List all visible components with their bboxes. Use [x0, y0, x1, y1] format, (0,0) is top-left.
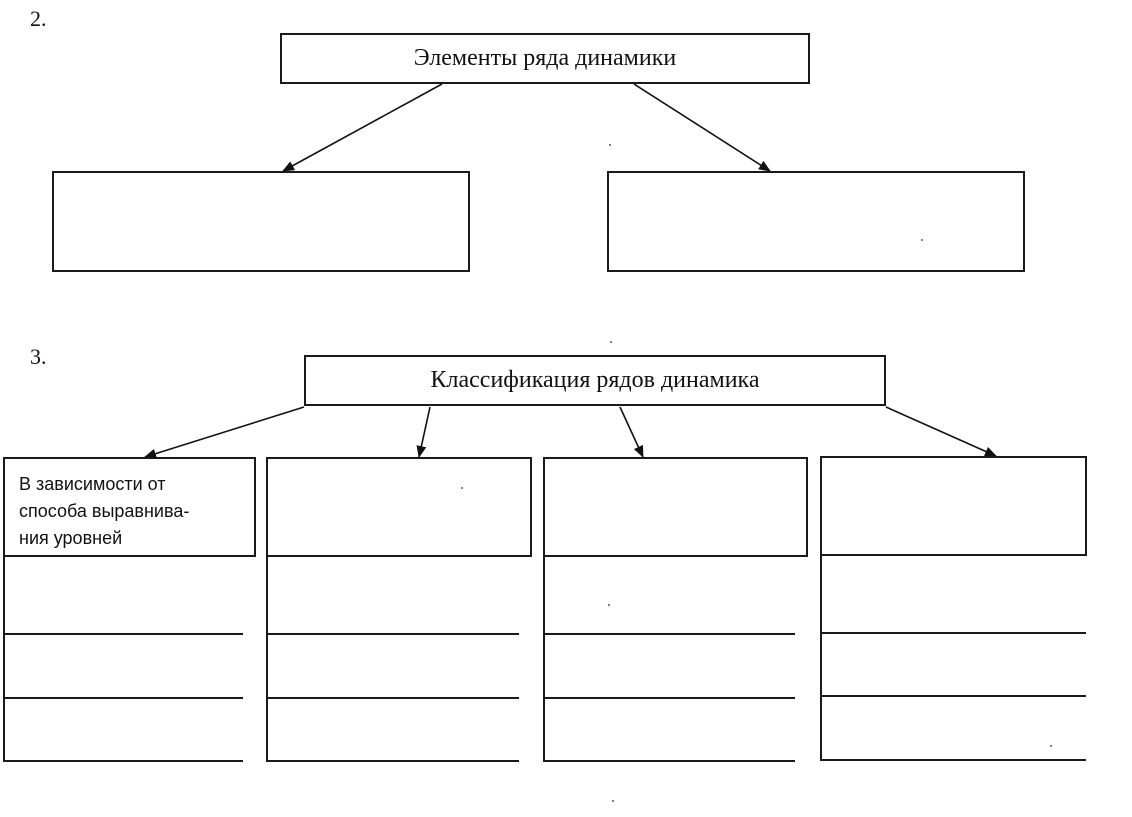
category-1-line-2: способа выравнива- — [19, 501, 190, 521]
column-4-row-line-3[interactable] — [820, 759, 1086, 761]
section-3-title: Классификация рядов динамика — [430, 367, 760, 393]
column-2-row-line-1[interactable] — [266, 633, 519, 635]
column-1-row-line-2[interactable] — [3, 697, 243, 699]
section-2-answer-box-left[interactable] — [52, 171, 470, 272]
section-3-number: 3. — [30, 344, 47, 369]
column-4-row-line-1[interactable] — [820, 632, 1086, 634]
column-3-left-border — [543, 555, 545, 762]
arrow-to-category-3 — [619, 406, 644, 458]
scan-speck — [612, 800, 614, 802]
section-3-title-box: Классификация рядов динамика — [304, 355, 886, 406]
scan-speck — [609, 144, 611, 146]
scan-speck — [608, 604, 610, 606]
column-3-row-line-1[interactable] — [543, 633, 795, 635]
scan-speck — [610, 341, 612, 343]
section-2-number: 2. — [30, 6, 47, 31]
column-2-row-line-3[interactable] — [266, 760, 519, 762]
scan-speck — [1050, 745, 1052, 747]
column-3-row-line-3[interactable] — [543, 760, 795, 762]
column-1-left-border — [3, 555, 5, 762]
category-1-line-3: ния уровней — [19, 528, 123, 548]
category-1-line-1: В зависимости от — [19, 474, 166, 494]
category-box-3[interactable] — [543, 457, 808, 557]
arrow-to-answer-box-right — [633, 83, 771, 172]
section-2-title: Элементы ряда динамики — [413, 45, 677, 71]
arrow-to-category-2 — [416, 406, 431, 458]
category-box-2[interactable] — [266, 457, 532, 557]
section-2-title-box: Элементы ряда динамики — [280, 33, 810, 84]
column-3-row-line-2[interactable] — [543, 697, 795, 699]
category-box-4[interactable] — [820, 456, 1087, 556]
column-4-left-border — [820, 554, 822, 761]
arrow-to-answer-box-left — [282, 83, 443, 172]
column-1-row-line-1[interactable] — [3, 633, 243, 635]
category-box-1[interactable]: В зависимости от способа выравнива- ния … — [3, 457, 256, 557]
column-2-left-border — [266, 555, 268, 762]
scan-speck — [921, 239, 923, 241]
arrow-to-category-1 — [144, 406, 305, 459]
section-2-answer-box-right[interactable] — [607, 171, 1025, 272]
scan-speck — [461, 487, 463, 489]
column-4-row-line-2[interactable] — [820, 695, 1086, 697]
column-1-row-line-3[interactable] — [3, 760, 243, 762]
column-2-row-line-2[interactable] — [266, 697, 519, 699]
category-text-1: В зависимости от способа выравнива- ния … — [19, 471, 247, 552]
arrow-to-category-4 — [885, 406, 997, 457]
